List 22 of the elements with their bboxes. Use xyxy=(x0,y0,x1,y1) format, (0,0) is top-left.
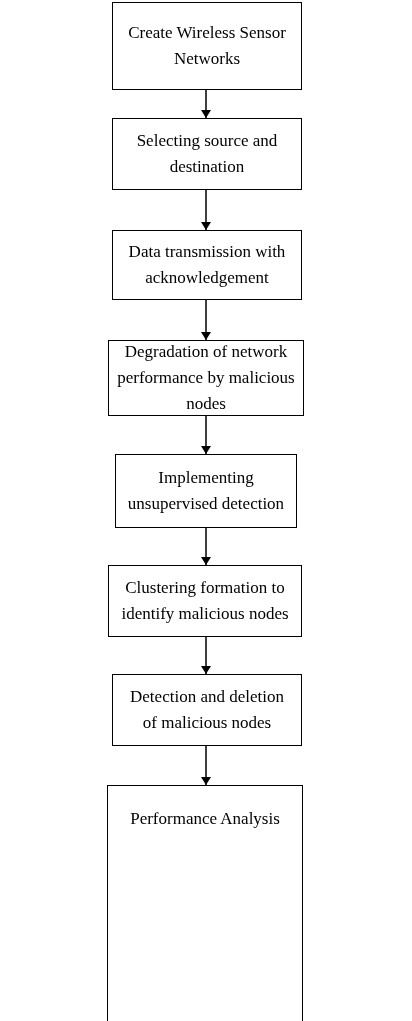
box-label: Degradation of network performance by malicious nodes xyxy=(117,341,295,415)
process-box xyxy=(107,785,303,1021)
process-box xyxy=(112,230,302,300)
box-label: Implementing unsupervised detection xyxy=(126,467,286,515)
arrow xyxy=(201,415,211,455)
box-label: Create Wireless Sensor Networks xyxy=(127,22,287,70)
box-label: Selecting source and destination xyxy=(135,130,279,178)
process-box xyxy=(115,454,297,528)
box-label: Performance Analysis xyxy=(130,808,280,830)
arrow xyxy=(201,299,211,341)
box-label: Detection and deletion of malicious nodes xyxy=(129,686,285,734)
arrow xyxy=(201,189,211,231)
process-box xyxy=(112,118,302,190)
arrow xyxy=(201,745,211,786)
process-box xyxy=(112,2,302,90)
arrow xyxy=(201,636,211,675)
process-box xyxy=(112,674,302,746)
arrow xyxy=(201,89,211,119)
box-label: Data transmission with acknowledgement xyxy=(127,241,287,289)
arrow xyxy=(201,527,211,566)
process-box xyxy=(108,565,302,637)
box-label: Clustering formation to identify malicious nodes xyxy=(120,577,290,625)
